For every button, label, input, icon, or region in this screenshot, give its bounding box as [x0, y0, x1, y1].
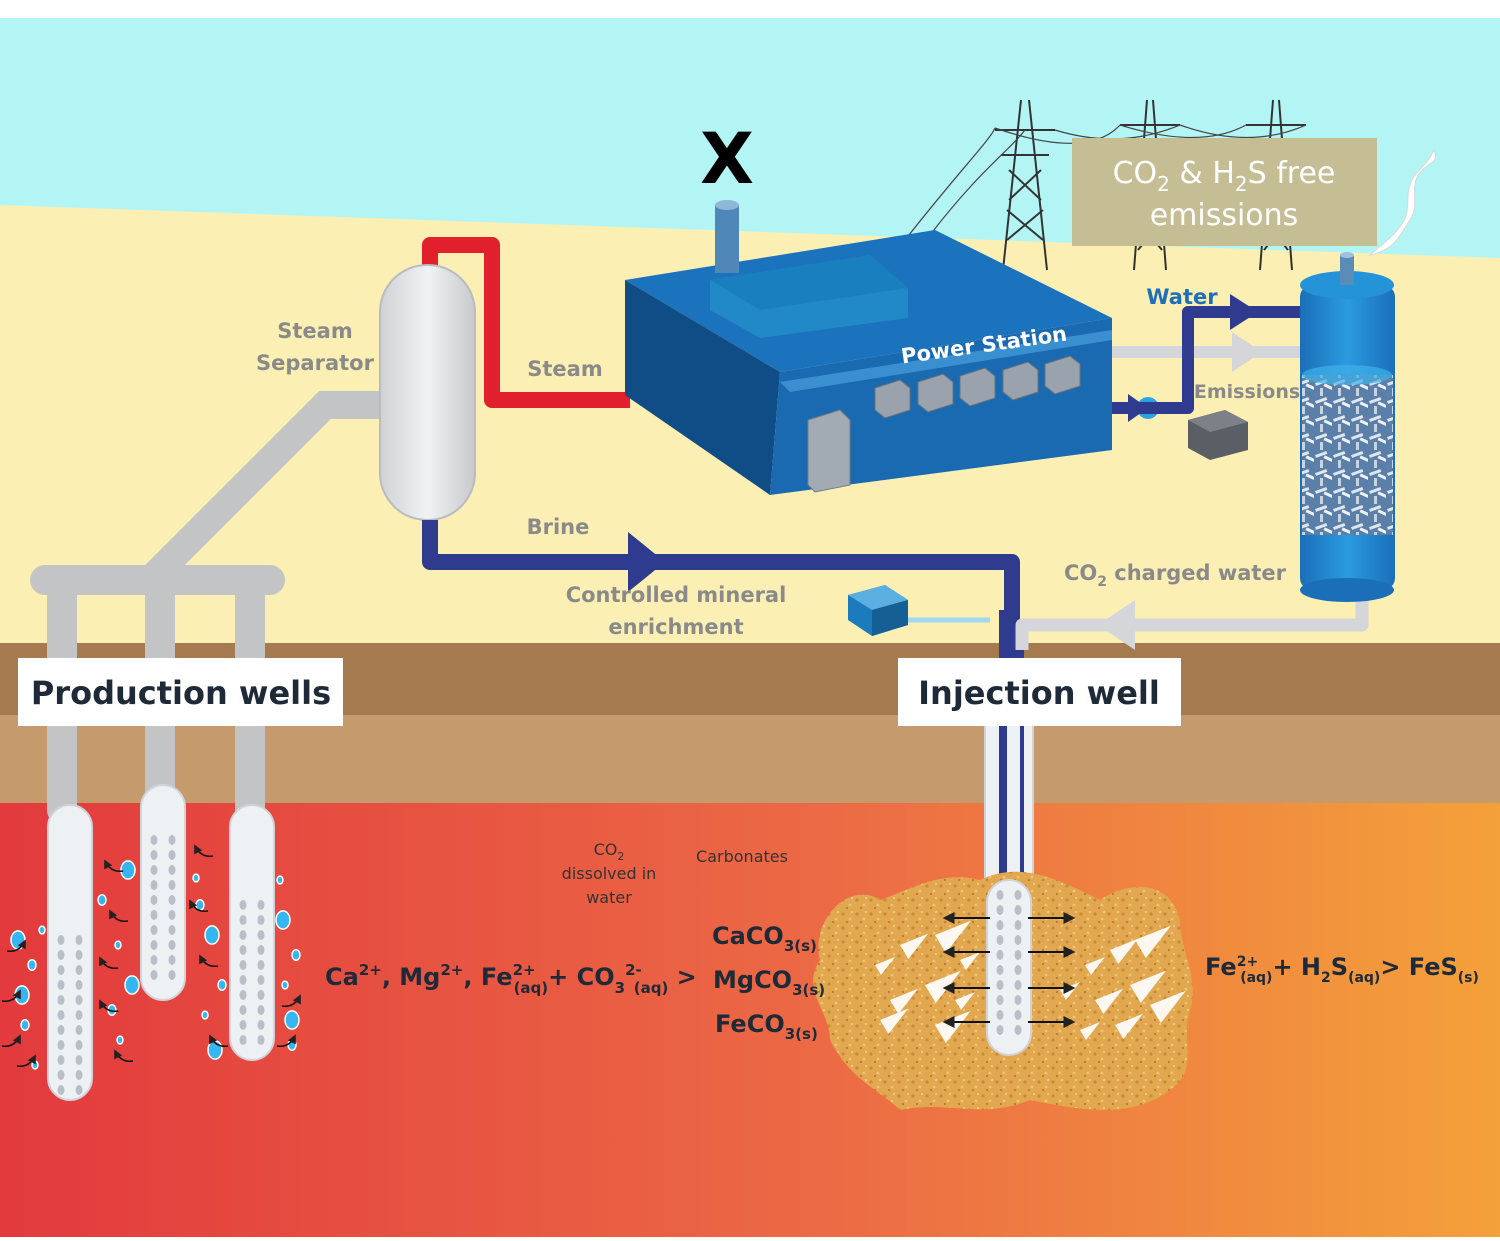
- co2-charged-water-pipe: [1015, 590, 1369, 650]
- emissions-label: Emissions: [1194, 381, 1300, 403]
- water-flow-arrow-pump: [1128, 394, 1148, 422]
- carbonates-label: Carbonates: [696, 847, 788, 866]
- co2-charged-water-label: CO2 charged water: [1064, 561, 1287, 590]
- production-wells-box: [18, 658, 343, 726]
- soil-light-layer: [0, 715, 1500, 803]
- dosing-unit: [848, 585, 990, 636]
- emissions-free-line1: CO2 & H2S free: [1113, 156, 1336, 196]
- controlled-enrichment-label-1: Controlled mineral: [566, 583, 787, 607]
- scrubber-tower: [1300, 252, 1395, 602]
- co2-dissolved-label-1: CO2: [594, 840, 625, 863]
- caco3-formula: CaCO3(s): [712, 922, 817, 955]
- exchange-arrows: [942, 912, 1076, 1028]
- injection-well-label: Injection well: [918, 674, 1160, 712]
- emissions-free-line2: emissions: [1150, 198, 1299, 233]
- building-windows: [874, 355, 1081, 419]
- well-perforations: [57, 835, 265, 1095]
- brine-label: Brine: [527, 515, 590, 539]
- water-label: Water: [1146, 285, 1218, 309]
- co2-dissolved-label-2: dissolved in: [562, 864, 657, 883]
- building-door: [807, 409, 851, 493]
- brine-flow-arrow: [628, 532, 665, 592]
- steam-puff: [1368, 148, 1436, 256]
- inflow-arrows: [1, 844, 301, 1068]
- injection-well-lower: [986, 879, 1032, 1056]
- closed-chimney-x: X: [700, 118, 754, 200]
- feco3-formula: FeCO3(s): [715, 1010, 818, 1043]
- power-station: Power Station: [625, 200, 1112, 495]
- production-wells-label: Production wells: [31, 674, 331, 712]
- fes-equation: Fe2+(aq)+ H2S(aq)> FeS(s): [1205, 953, 1479, 986]
- water-flow-arrow-top: [1230, 294, 1258, 330]
- emissions-free-box: [1072, 138, 1377, 246]
- co2-charged-flow-arrow: [1098, 600, 1135, 650]
- co2-dissolved-label-3: water: [586, 888, 632, 907]
- steam-separator-vessel: [379, 264, 476, 521]
- carbonation-equation: Ca2+, Mg2+, Fe2+(aq)+ CO32-(aq) >: [325, 961, 697, 997]
- steam-pipe: [422, 237, 630, 408]
- control-box: [1188, 410, 1248, 460]
- mgco3-formula: MgCO3(s): [713, 966, 825, 999]
- steam-separator-label-1: Steam: [277, 319, 352, 343]
- emissions-flow-arrow: [1232, 332, 1262, 372]
- injection-well-box: [898, 658, 1181, 726]
- steam-separator-label-2: Separator: [256, 351, 375, 375]
- controlled-enrichment-label-2: enrichment: [608, 615, 743, 639]
- carbonate-crystals: [875, 920, 1186, 1043]
- injection-perforations: [996, 890, 1022, 1035]
- steam-label: Steam: [527, 357, 602, 381]
